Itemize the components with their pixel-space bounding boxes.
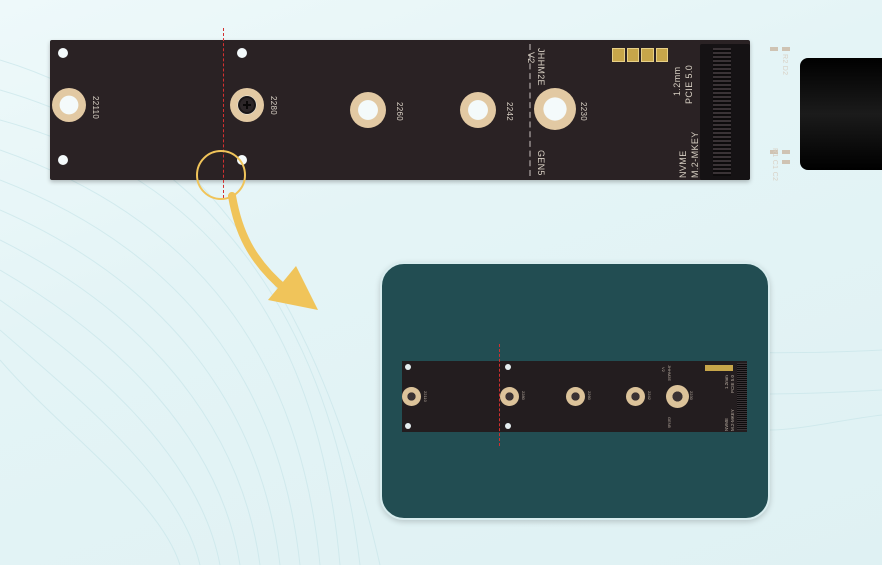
mount-hole — [58, 48, 68, 58]
smd-component — [782, 160, 790, 164]
smd-component — [782, 150, 790, 154]
mini-size-label: 2242 — [647, 391, 652, 400]
spec-thickness: 1.2mm — [672, 66, 682, 96]
size-label-2280: 2280 — [269, 96, 278, 115]
iface-mkey: M.2-MKEY — [690, 131, 700, 178]
mini-connector — [737, 363, 747, 430]
iface-nvme: NVME — [678, 150, 688, 178]
mini-hole — [505, 423, 511, 429]
standoff-22110 — [52, 88, 86, 122]
gen-label: GEN5 — [536, 150, 546, 176]
standoff-2230 — [534, 88, 576, 130]
mini-board: 22110 2280 2260 2242 2230 JHHM2E V2 GEN5… — [402, 361, 747, 432]
mini-spec-interface: PCIE 5.0 — [730, 374, 735, 393]
mount-hole — [237, 155, 247, 165]
mini-model-label: JHHM2E — [667, 365, 672, 382]
gold-pads — [612, 48, 668, 62]
standoff-2242 — [460, 92, 496, 128]
smd-component — [782, 47, 790, 51]
inset-panel: 22110 2280 2260 2242 2230 JHHM2E V2 GEN5… — [380, 262, 770, 520]
mini-hole — [405, 364, 411, 370]
ref-label-bottom: R1 C1 C2 — [771, 148, 778, 182]
mount-hole — [237, 48, 247, 58]
mini-gen-label: GEN5 — [667, 417, 672, 428]
smd-component — [770, 47, 778, 51]
mini-size-label: 2280 — [521, 391, 526, 400]
ref-label-top: R2 D2 — [781, 54, 788, 76]
mini-cut-line — [499, 344, 500, 446]
m2-adapter-board: 22110 2280 2260 2242 2230 JHHM2E V2 GEN5… — [50, 40, 750, 180]
callout-circle — [196, 150, 246, 200]
mini-size-label: 2260 — [587, 391, 592, 400]
mini-gold-pads — [705, 365, 733, 371]
mount-hole — [58, 155, 68, 165]
size-label-2242: 2242 — [505, 102, 514, 121]
size-label-22110: 22110 — [91, 96, 100, 120]
model-label: JHHM2E — [536, 48, 546, 86]
mini-spec-thickness: 1.2mm — [724, 375, 729, 389]
standoff-2260 — [350, 92, 386, 128]
size-label-2230: 2230 — [579, 102, 588, 121]
mini-standoff — [626, 387, 645, 406]
standoff-2280 — [230, 88, 264, 122]
mini-model-version: V2 — [661, 367, 666, 372]
size-label-2260: 2260 — [395, 102, 404, 121]
mini-iface-nvme: NVME — [724, 417, 729, 431]
mini-size-label: 22110 — [423, 391, 428, 402]
mini-standoff — [666, 385, 689, 408]
ribbon-cable — [800, 58, 882, 170]
spec-interface: PCIE 5.0 — [684, 64, 694, 104]
mini-standoff — [566, 387, 585, 406]
connector-pins — [713, 48, 731, 176]
mini-hole — [405, 423, 411, 429]
pcb-divider — [529, 44, 531, 176]
mini-iface-mkey: M.2-MKEY — [730, 409, 735, 431]
model-version: V2 — [526, 52, 536, 64]
mini-standoff — [402, 387, 421, 406]
cut-line — [223, 28, 224, 198]
mini-hole — [505, 364, 511, 370]
screw-icon — [238, 96, 256, 114]
smd-component — [770, 150, 778, 154]
mini-standoff — [500, 387, 519, 406]
mini-size-label: 2230 — [689, 391, 694, 400]
